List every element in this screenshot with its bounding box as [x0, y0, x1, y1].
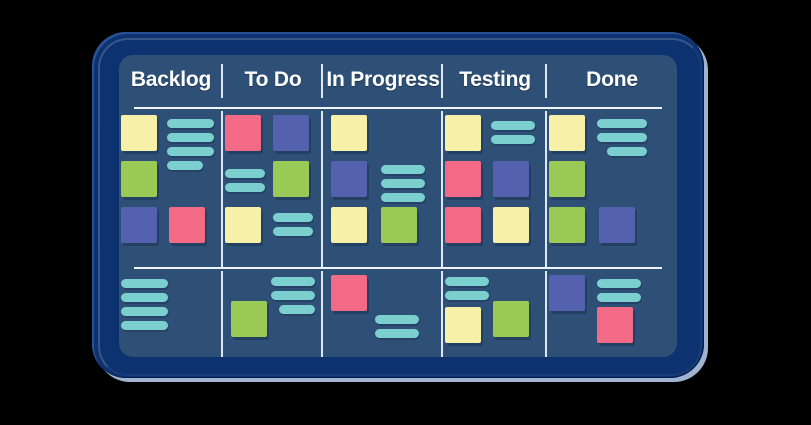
task-card-purple[interactable] — [493, 161, 529, 197]
column-separator — [221, 271, 223, 357]
task-card-pink[interactable] — [169, 207, 205, 243]
kanban-board: Backlog To Do In Progress Testing Done — [119, 55, 677, 357]
task-card-pink[interactable] — [331, 275, 367, 311]
column-title: Testing — [459, 68, 531, 91]
task-text-line — [225, 183, 265, 192]
column-header-testing[interactable]: Testing — [443, 55, 547, 105]
column-separator — [221, 111, 223, 267]
task-card-yellow[interactable] — [445, 115, 481, 151]
task-card-yellow[interactable] — [331, 207, 367, 243]
board-row-top — [119, 111, 677, 267]
task-text-line — [121, 307, 168, 316]
task-card-pink[interactable] — [225, 115, 261, 151]
column-header-in-progress[interactable]: In Progress — [323, 55, 443, 105]
column-title: To Do — [244, 68, 302, 91]
task-card-yellow[interactable] — [225, 207, 261, 243]
column-separator — [441, 271, 443, 357]
column-header-backlog[interactable]: Backlog — [119, 55, 223, 105]
column-header-row: Backlog To Do In Progress Testing Done — [119, 55, 677, 105]
column-cell-backlog-bottom[interactable] — [119, 271, 223, 357]
column-header-to-do[interactable]: To Do — [223, 55, 323, 105]
task-card-yellow[interactable] — [549, 115, 585, 151]
column-cell-to-do-bottom[interactable] — [223, 271, 323, 357]
task-text-line — [167, 133, 214, 142]
task-text-line — [445, 291, 489, 300]
task-text-line — [273, 227, 313, 236]
task-text-line — [381, 179, 425, 188]
header-divider — [134, 107, 662, 109]
task-card-yellow[interactable] — [493, 207, 529, 243]
task-card-yellow[interactable] — [121, 115, 157, 151]
task-card-green[interactable] — [381, 207, 417, 243]
task-text-line — [273, 213, 313, 222]
board-row-bottom — [119, 271, 677, 357]
task-text-line — [607, 147, 647, 156]
column-cell-backlog-top[interactable] — [119, 111, 223, 267]
task-card-yellow[interactable] — [331, 115, 367, 151]
column-header-done[interactable]: Done — [547, 55, 677, 105]
task-text-line — [121, 293, 168, 302]
task-text-line — [597, 133, 647, 142]
task-text-line — [121, 321, 168, 330]
column-cell-to-do-top[interactable] — [223, 111, 323, 267]
task-card-purple[interactable] — [121, 207, 157, 243]
task-text-line — [597, 293, 641, 302]
task-text-line — [167, 161, 203, 170]
task-card-green[interactable] — [493, 301, 529, 337]
task-card-purple[interactable] — [273, 115, 309, 151]
column-cell-in-progress-bottom[interactable] — [323, 271, 443, 357]
column-cell-done-top[interactable] — [547, 111, 677, 267]
task-text-line — [279, 305, 315, 314]
task-text-line — [381, 193, 425, 202]
task-card-purple[interactable] — [599, 207, 635, 243]
task-text-line — [167, 119, 214, 128]
task-card-pink[interactable] — [445, 161, 481, 197]
task-card-pink[interactable] — [445, 207, 481, 243]
task-card-green[interactable] — [121, 161, 157, 197]
column-separator — [321, 111, 323, 267]
task-text-line — [597, 279, 641, 288]
column-separator — [321, 271, 323, 357]
column-separator — [441, 111, 443, 267]
task-text-line — [225, 169, 265, 178]
task-card-green[interactable] — [549, 207, 585, 243]
task-card-green[interactable] — [231, 301, 267, 337]
column-cell-in-progress-top[interactable] — [323, 111, 443, 267]
task-text-line — [491, 121, 535, 130]
task-text-line — [445, 277, 489, 286]
frame-highlight — [98, 38, 702, 376]
task-text-line — [375, 315, 419, 324]
column-title: Backlog — [130, 68, 212, 91]
task-text-line — [375, 329, 419, 338]
task-card-yellow[interactable] — [445, 307, 481, 343]
task-text-line — [271, 291, 315, 300]
column-cell-done-bottom[interactable] — [547, 271, 677, 357]
task-text-line — [381, 165, 425, 174]
task-card-purple[interactable] — [331, 161, 367, 197]
column-cell-testing-top[interactable] — [443, 111, 547, 267]
column-separator — [441, 64, 443, 98]
column-separator — [545, 64, 547, 98]
column-separator — [321, 64, 323, 98]
column-separator — [221, 64, 223, 98]
column-title: Done — [586, 68, 638, 91]
task-text-line — [121, 279, 168, 288]
row-divider — [134, 267, 662, 269]
task-card-green[interactable] — [549, 161, 585, 197]
task-text-line — [491, 135, 535, 144]
task-card-pink[interactable] — [597, 307, 633, 343]
task-text-line — [597, 119, 647, 128]
task-card-purple[interactable] — [549, 275, 585, 311]
column-separator — [545, 111, 547, 267]
column-title: In Progress — [326, 68, 440, 91]
column-separator — [545, 271, 547, 357]
task-text-line — [167, 147, 214, 156]
task-text-line — [271, 277, 315, 286]
column-cell-testing-bottom[interactable] — [443, 271, 547, 357]
task-card-green[interactable] — [273, 161, 309, 197]
